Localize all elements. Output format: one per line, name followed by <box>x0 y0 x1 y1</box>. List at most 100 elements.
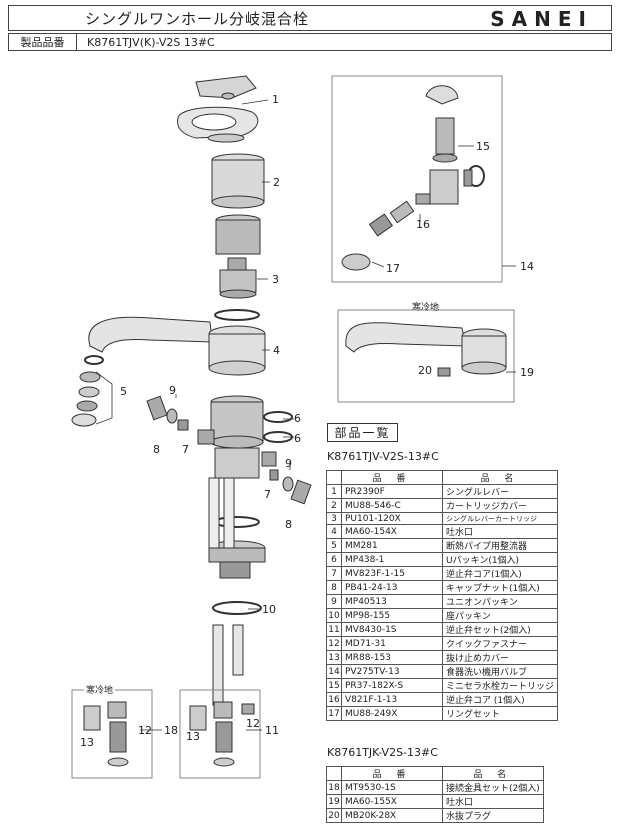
cell-no: 16 <box>326 692 342 707</box>
cell-code: MB20K-28X <box>341 808 443 823</box>
valve-body-drawing <box>197 395 293 528</box>
cell-code: MP98-155 <box>341 608 443 623</box>
cell-code: PU101-120X <box>341 512 443 525</box>
col-name: 品 名 <box>442 766 544 781</box>
callout-2: 2 <box>273 176 280 189</box>
callout-14: 14 <box>520 260 534 273</box>
cell-code: MU88-249X <box>341 706 443 721</box>
callout-13a: 13 <box>80 736 94 749</box>
cell-code: MA60-155X <box>341 794 443 809</box>
title-bar: シングルワンホール分岐混合栓 SANEI <box>8 5 612 31</box>
cell-no: 13 <box>326 650 342 665</box>
callout-10: 10 <box>262 603 276 616</box>
model-b-title: K8761TJK-V2S-13#C <box>327 746 438 759</box>
callout-15: 15 <box>476 140 490 153</box>
aerator-drawing <box>71 355 104 427</box>
cell-name: 逆止弁セット(2個入) <box>441 622 559 637</box>
cell-name: キャップナット(1個入) <box>441 580 559 595</box>
callout-1: 1 <box>272 93 279 106</box>
cell-name: 水抜プラグ <box>442 808 544 823</box>
callout-19: 19 <box>520 366 534 379</box>
cold-region-label-bottom: 寒冷地 <box>84 683 116 696</box>
cell-no: 6 <box>326 552 342 567</box>
cell-code: PR37-182X-S <box>341 678 443 693</box>
cell-name: カートリッジカバー <box>441 498 559 513</box>
cell-no: 19 <box>326 794 342 809</box>
cell-no: 1 <box>326 484 342 499</box>
callout-7a: 7 <box>182 443 189 456</box>
callout-16: 16 <box>416 218 430 231</box>
cell-code: MP438-1 <box>341 552 443 567</box>
cell-name: シングルレバーカートリッジ <box>441 512 559 525</box>
cell-name: 座パッキン <box>441 608 559 623</box>
lever-drawing <box>177 75 259 143</box>
cell-name: 接続金具セット(2個入) <box>442 780 544 795</box>
cell-no: 7 <box>326 566 342 581</box>
parts-table-a-header: 品 番 品 名 <box>326 470 559 485</box>
cold-region-label-top: 寒冷地 <box>412 303 440 313</box>
cartridge-cover-drawing <box>211 153 265 209</box>
callout-8b: 8 <box>285 518 292 531</box>
cartridge-drawing <box>214 214 261 321</box>
product-code-value: K8761TJV(K)-V2S 13#C <box>87 35 215 49</box>
cell-code: MT9530-1S <box>341 780 443 795</box>
callout-3: 3 <box>272 273 279 286</box>
cell-name: 逆止弁コア(1個入) <box>441 566 559 581</box>
col-name: 品 名 <box>441 470 559 485</box>
cell-name: 逆止弁コア (1個入) <box>441 692 559 707</box>
callout-13b: 13 <box>186 730 200 743</box>
callout-9b: 9 <box>285 457 292 470</box>
callout-7b: 7 <box>264 488 271 501</box>
cell-code: MP40513 <box>341 594 443 609</box>
cell-name: 食器洗い機用バルブ <box>441 664 559 679</box>
cell-name: ミニセラ水栓カートリッジ <box>441 678 559 693</box>
spout-alt-drawing <box>345 322 507 377</box>
cell-code: MV823F-1-15 <box>341 566 443 581</box>
cell-name: 抜け止めカバー <box>441 650 559 665</box>
cell-name: シングルレバー <box>441 484 559 499</box>
cell-code: PV275TV-13 <box>341 664 443 679</box>
cell-code: MR88-153 <box>341 650 443 665</box>
callout-11: 11 <box>265 724 279 737</box>
cell-name: クイックファスナー <box>441 636 559 651</box>
cell-no: 17 <box>326 706 342 721</box>
cell-no: 12 <box>326 636 342 651</box>
cell-code: MV8430-1S <box>341 622 443 637</box>
cell-code: PB41-24-13 <box>341 580 443 595</box>
callout-6b: 6 <box>294 432 301 445</box>
base-and-hoses-drawing <box>208 477 266 706</box>
parts-list-title: 部品一覧 <box>327 423 398 442</box>
cell-no: 18 <box>326 780 342 795</box>
parts-table-b-header: 品 番 品 名 <box>326 766 544 781</box>
col-code: 品 番 <box>341 470 443 485</box>
cell-no: 10 <box>326 608 342 623</box>
cell-name: 断熱パイプ用整流器 <box>441 538 559 553</box>
model-a-title: K8761TJV-V2S-13#C <box>327 450 439 463</box>
callout-20: 20 <box>418 364 432 377</box>
cell-code: MA60-154X <box>341 524 443 539</box>
cell-name: リングセット <box>441 706 559 721</box>
cell-code: MU88-546-C <box>341 498 443 513</box>
callout-6a: 6 <box>294 412 301 425</box>
cell-code: V821F-1-13 <box>341 692 443 707</box>
cell-no: 11 <box>326 622 342 637</box>
cell-no: 14 <box>326 664 342 679</box>
cell-code: MM281 <box>341 538 443 553</box>
spout-body-drawing <box>88 316 266 376</box>
callout-18: 18 <box>164 724 178 737</box>
